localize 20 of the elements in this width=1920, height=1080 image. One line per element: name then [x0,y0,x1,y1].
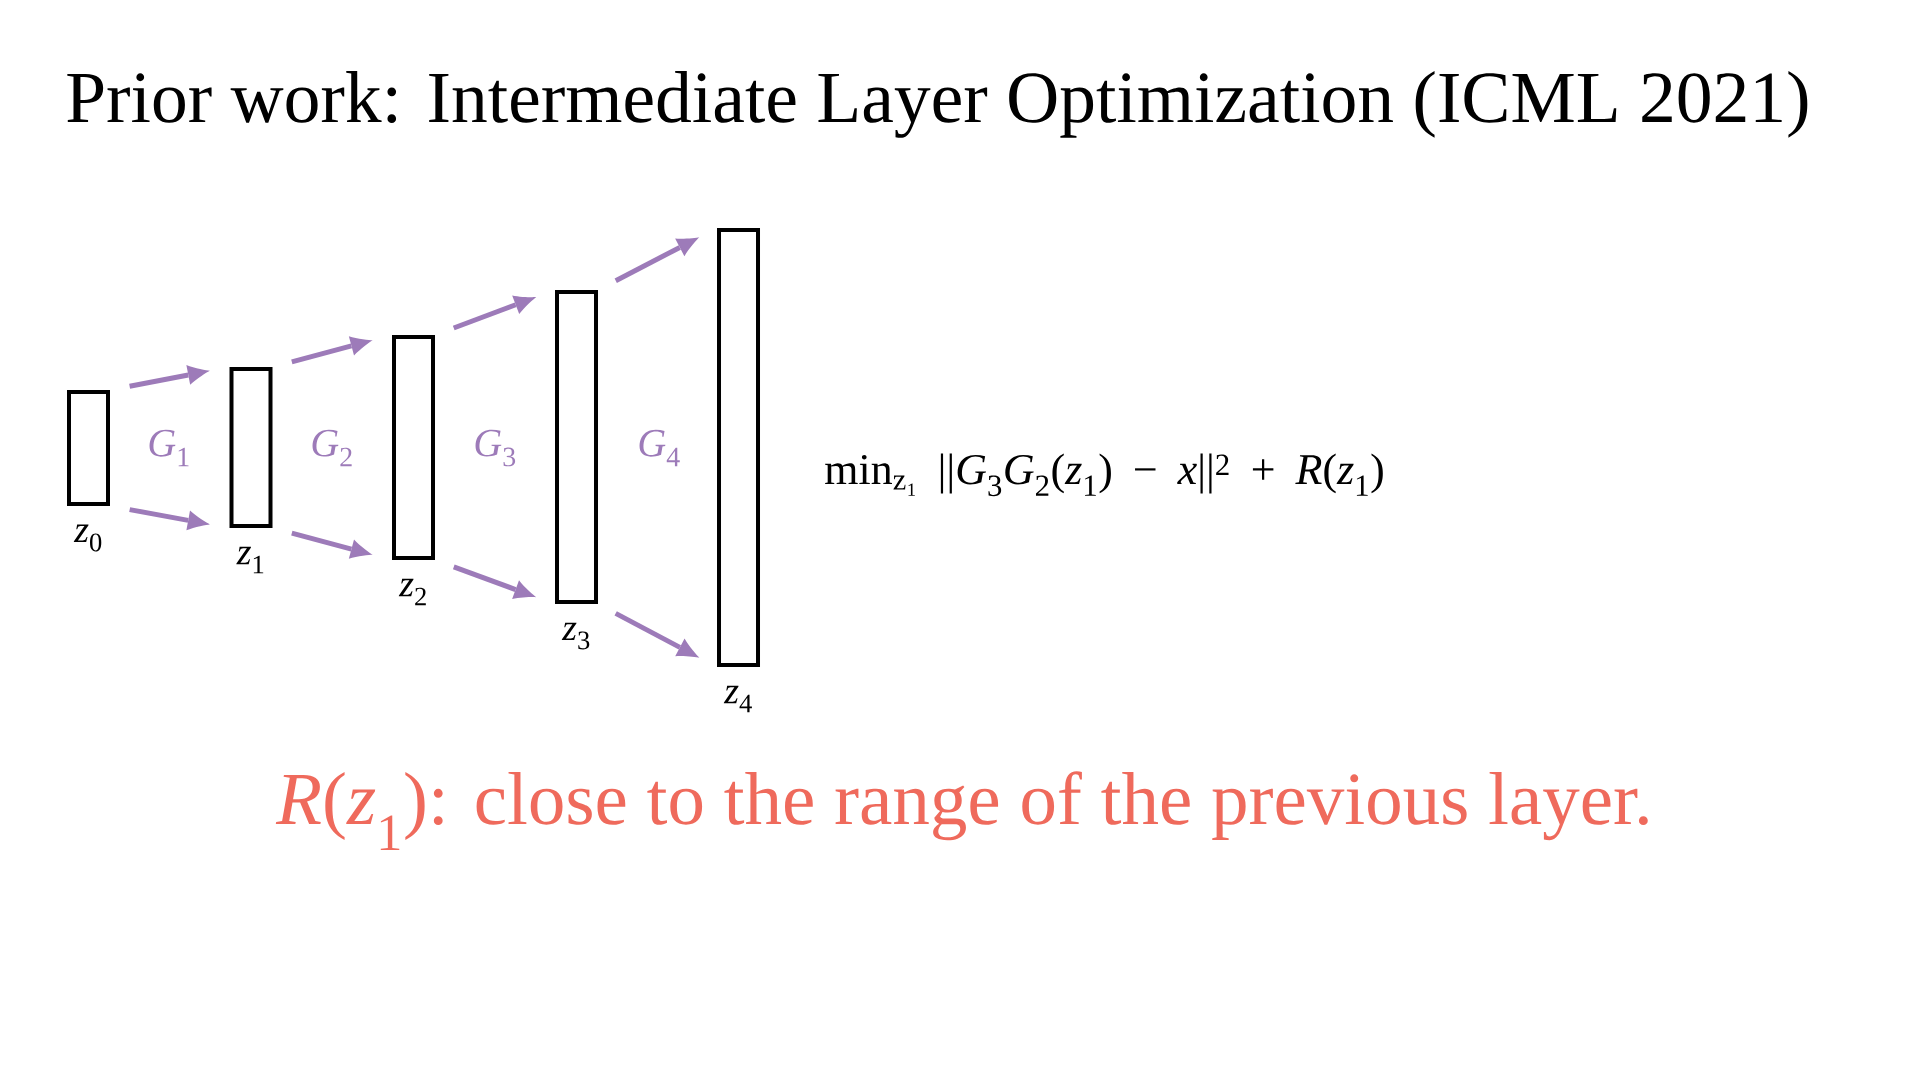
function-label: G$_{4}$ [639,429,680,467]
arrow [452,564,537,599]
arrow [129,507,210,531]
variable-label: z$_{1}$ [236,546,264,574]
function-label: G$_{2}$ [312,429,352,467]
arrow [452,295,537,331]
arrow [614,237,700,283]
variable-label: z$_{0}$ [73,524,102,552]
variable-label: z$_{4}$ [723,685,752,713]
function-label: G$_{3}$ [475,429,516,467]
note-text: R(z$_{1}$): close to the range of the previous layer. [275,771,1648,851]
arrow [291,530,373,559]
formula: min$_{z₁}$ ||G$_{3}$G$_{2}$(z$_{1}$) − x||$^{2}$ + R(z$_{1}$) [825,453,1383,497]
arrow [129,365,210,389]
arrow [614,611,700,658]
function-label: G$_{1}$ [149,429,189,467]
arrow [291,336,373,365]
variable-label: z$_{2}$ [398,578,426,606]
title: Prior work: Intermediate Layer Optimization (ICML 2021) [67,71,1808,138]
variable-label: z$_{3}$ [561,622,590,650]
